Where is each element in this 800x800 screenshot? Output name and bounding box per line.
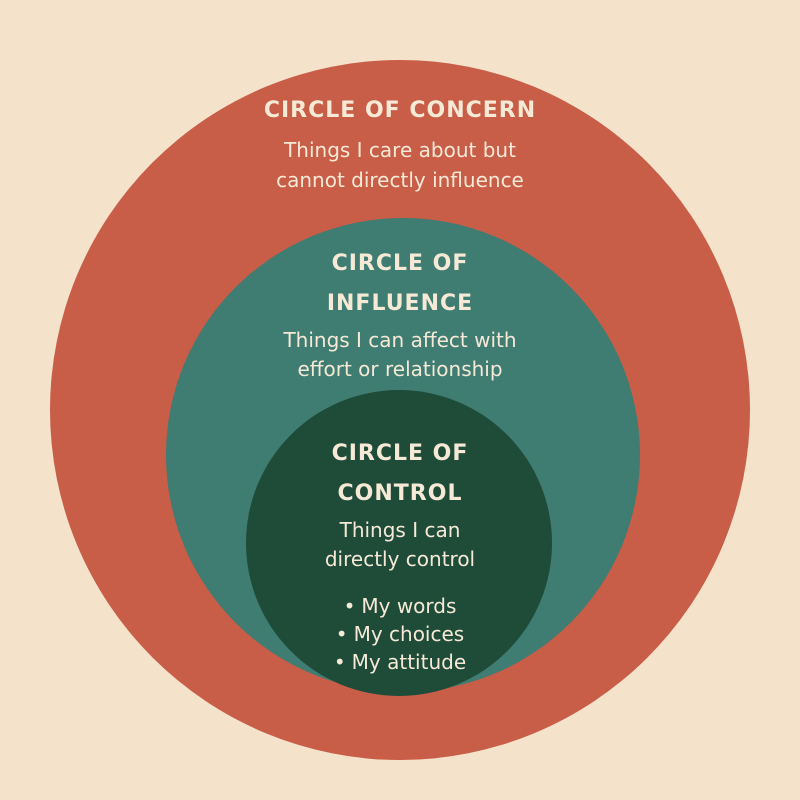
control-items-list: •My words •My choices •My attitude [270, 592, 530, 676]
control-description-line-2: directly control [324, 547, 476, 571]
control-text-group: CIRCLE OF CONTROL Things I can directly … [270, 434, 530, 676]
concern-description: Things I care about but cannot directly … [200, 135, 600, 195]
bullet-icon: • [343, 594, 356, 618]
bullet-icon: • [333, 650, 346, 674]
control-item: •My attitude [270, 648, 530, 676]
concern-description-line-2: cannot directly influence [276, 168, 524, 193]
control-item-label: My attitude [351, 650, 467, 674]
control-title-line-2: CONTROL [337, 481, 463, 506]
influence-description-line-2: effort or relationship [297, 357, 503, 381]
influence-description: Things I can affect with effort or relat… [240, 326, 560, 384]
bullet-icon: • [335, 622, 348, 646]
circle-of-control [246, 390, 552, 696]
concern-text-group: CIRCLE OF CONCERN Things I care about bu… [200, 92, 600, 195]
influence-title-line-1: CIRCLE OF [331, 251, 469, 276]
control-title-line-1: CIRCLE OF [331, 441, 469, 466]
control-item: •My words [270, 592, 530, 620]
control-item: •My choices [270, 620, 530, 648]
influence-title: CIRCLE OF INFLUENCE [240, 244, 560, 324]
control-item-label: My words [361, 594, 457, 618]
influence-title-line-2: INFLUENCE [326, 291, 474, 316]
concern-title: CIRCLE OF CONCERN [263, 98, 537, 123]
control-item-label: My choices [353, 622, 465, 646]
concern-description-line-1: Things I care about but [284, 138, 516, 163]
control-description-line-1: Things I can [339, 518, 461, 542]
control-title: CIRCLE OF CONTROL [270, 434, 530, 514]
control-description: Things I can directly control [270, 516, 530, 574]
influence-text-group: CIRCLE OF INFLUENCE Things I can affect … [240, 244, 560, 384]
influence-description-line-1: Things I can affect with [283, 328, 517, 352]
